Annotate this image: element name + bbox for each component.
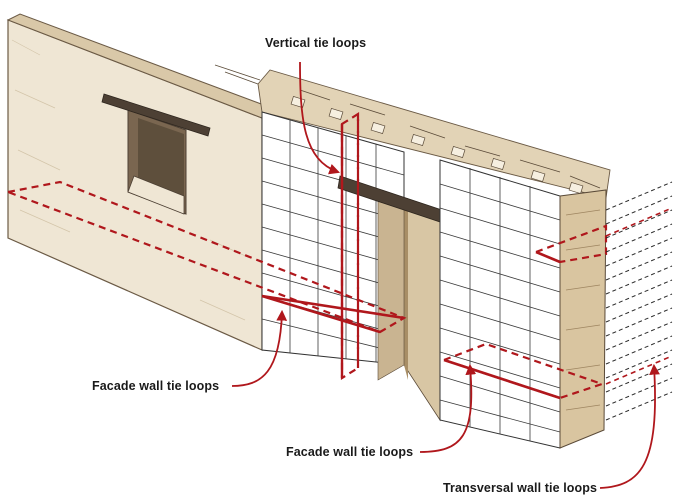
label-facade-wall-tie-loops-center: Facade wall tie loops bbox=[286, 445, 413, 459]
grid-wall-right bbox=[440, 160, 560, 448]
arrow-transversal bbox=[600, 366, 655, 488]
label-transversal-wall-tie-loops: Transversal wall tie loops bbox=[443, 481, 597, 495]
label-vertical-tie-loops: Vertical tie loops bbox=[265, 36, 366, 50]
transversal-wall-dashes bbox=[606, 182, 672, 420]
label-facade-wall-tie-loops-left: Facade wall tie loops bbox=[92, 379, 219, 393]
transversal-red-dashes bbox=[606, 208, 672, 384]
wall-end-face bbox=[560, 190, 606, 448]
door-opening bbox=[378, 195, 440, 420]
